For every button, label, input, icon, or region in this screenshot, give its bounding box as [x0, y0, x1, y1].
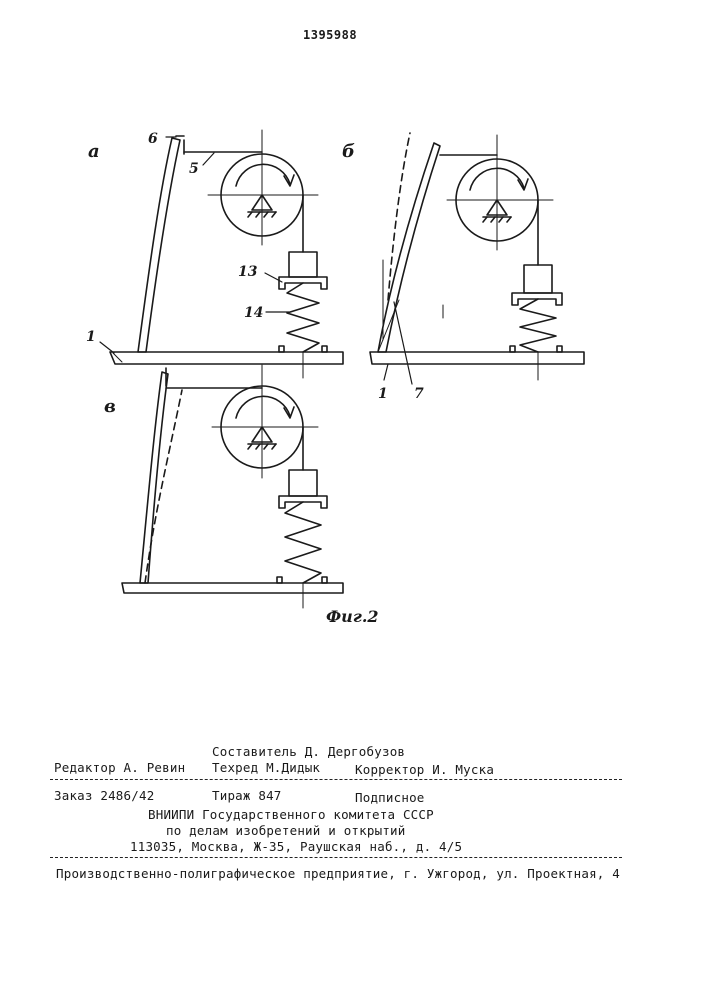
- divider-2: [50, 857, 622, 858]
- techred-line: Техред М.Дидык: [212, 760, 320, 775]
- address-line: 113035, Москва, Ж-35, Раушская наб., д. …: [130, 839, 462, 854]
- print-run-line: Тираж 847: [212, 788, 282, 803]
- part-label-13: 13: [238, 264, 258, 280]
- weight-block: [289, 252, 317, 277]
- rotation-arrow: [236, 164, 290, 186]
- printer-line: Производственно-полиграфическое предприя…: [56, 866, 620, 881]
- divider-1: [50, 779, 622, 780]
- patent-number: 1395988: [303, 28, 357, 42]
- org-line-2: по делам изобретений и открытий: [166, 823, 406, 838]
- initial-position-dashed: [388, 133, 410, 300]
- base-plate: [110, 352, 343, 364]
- part-label-1: 1: [86, 329, 96, 345]
- spring: [285, 502, 321, 583]
- panel-a-mechanism: [110, 130, 343, 378]
- rotation-arrow: [236, 396, 290, 418]
- spring: [287, 283, 319, 352]
- part-label-5: 5: [189, 161, 199, 177]
- corrector-line: Корректор И. Муска: [355, 762, 494, 777]
- panel-label-a: а: [88, 141, 100, 162]
- flexible-blade: [378, 143, 440, 352]
- panel-b-mechanism: [370, 133, 584, 380]
- part-label-14: 14: [244, 305, 263, 321]
- panel-label-v: в: [104, 396, 116, 417]
- panel-label-b: б: [342, 141, 355, 162]
- flexible-blade: [140, 372, 168, 583]
- subscription-line: Подписное: [355, 790, 425, 805]
- spring: [520, 299, 556, 352]
- panel-v-mechanism: [122, 365, 343, 608]
- part-label-1b: 1: [378, 386, 388, 402]
- flexible-blade: [138, 138, 180, 352]
- weight-block: [524, 265, 552, 293]
- weight-block: [289, 470, 317, 496]
- part-label-7: 7: [414, 386, 424, 402]
- compiler-line: Составитель Д. Дергобузов: [212, 744, 405, 759]
- base-plate: [122, 583, 343, 593]
- base-plate: [370, 352, 584, 364]
- org-line-1: ВНИИПИ Государственного комитета СССР: [148, 807, 434, 822]
- order-line: Заказ 2486/42: [54, 788, 154, 803]
- figure-caption: Фиг.2: [326, 607, 379, 626]
- editor-line: Редактор А. Ревин: [54, 760, 185, 775]
- part-label-6: 6: [148, 131, 158, 147]
